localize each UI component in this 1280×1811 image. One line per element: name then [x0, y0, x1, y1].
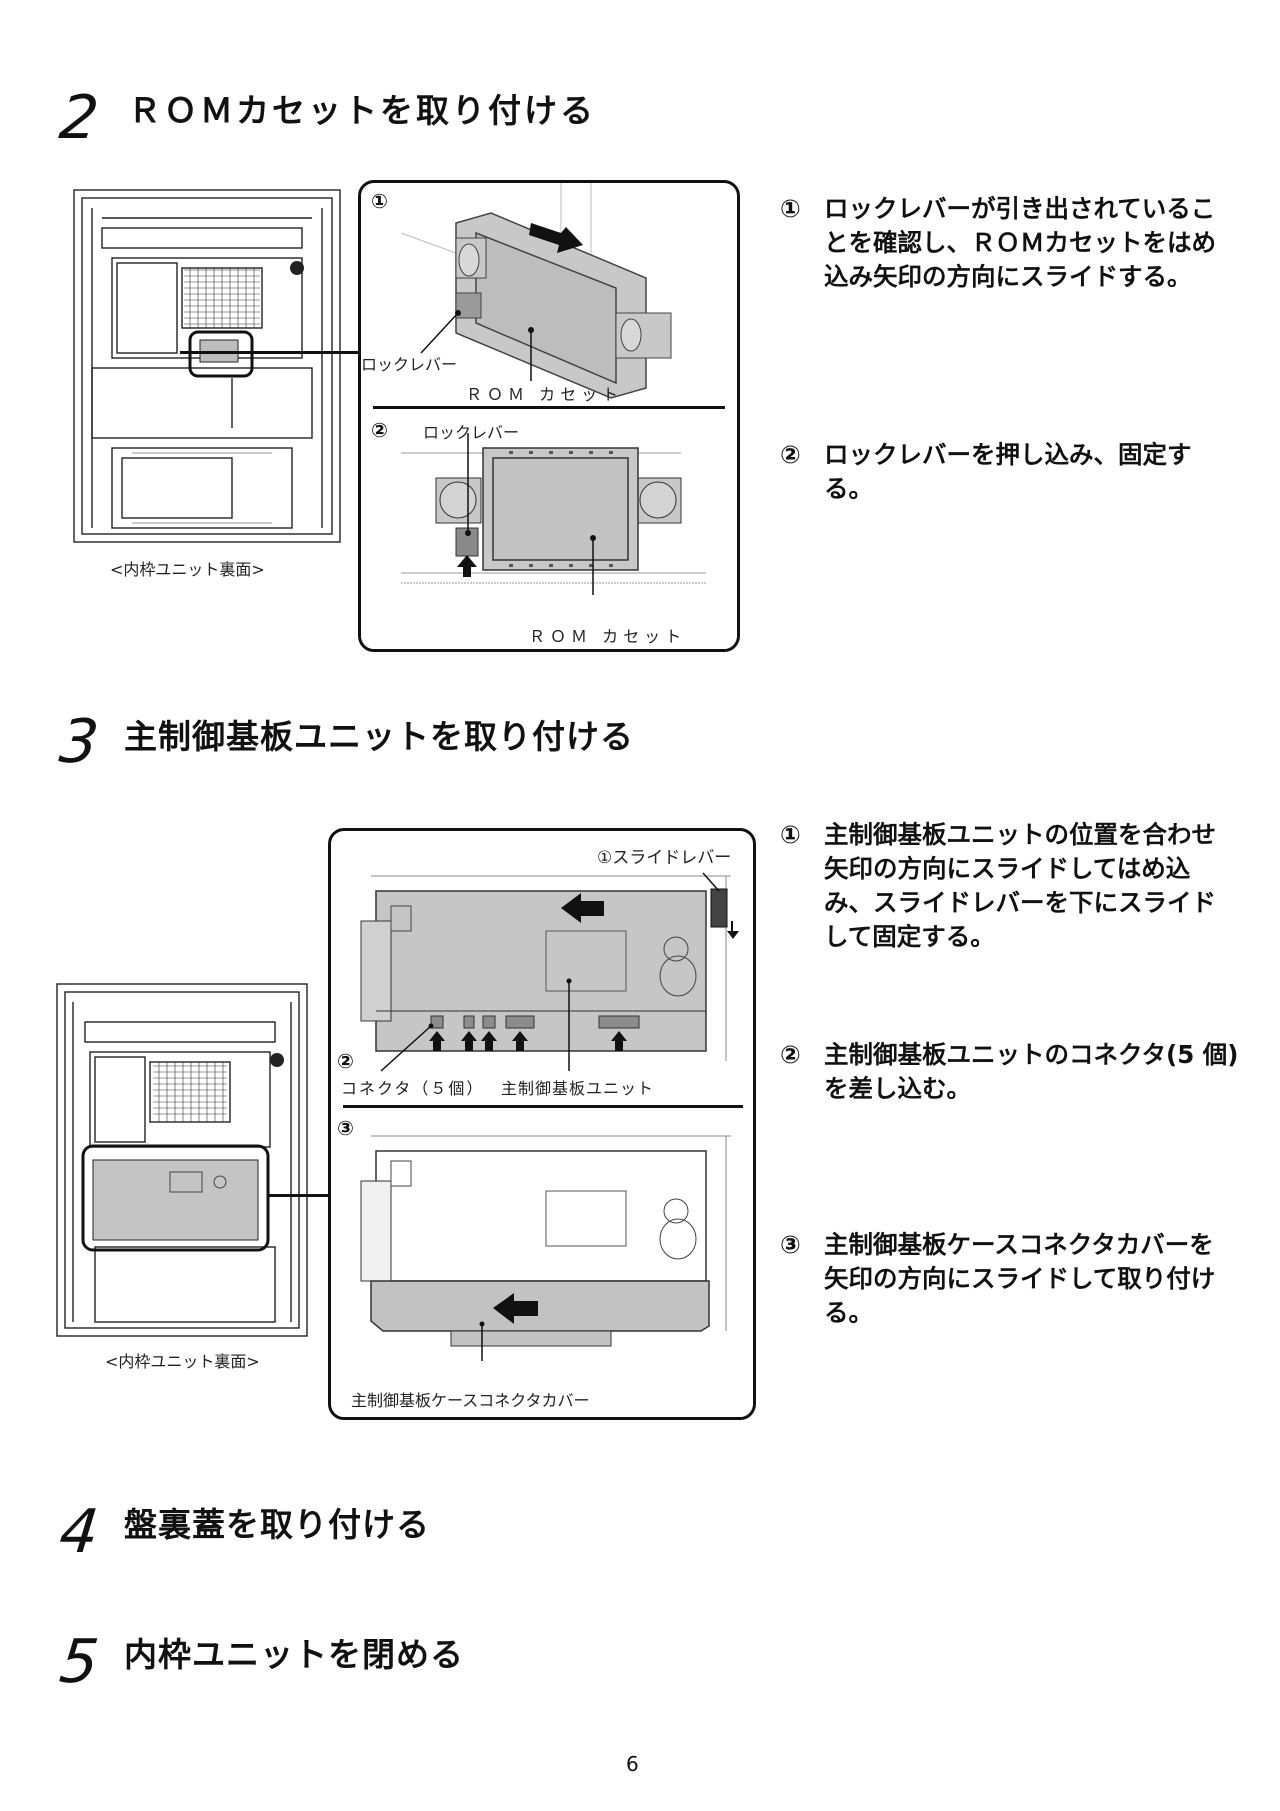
panel-marker-2: ②: [371, 418, 388, 442]
step-text-line: 主制御基板ケースコネクタカバーを: [824, 1230, 1214, 1259]
push-arrow-icon: [457, 555, 477, 577]
section-2-step-1: ① ロックレバーが引き出されていることを確認し、ＲＯＭカセットをはめ込み矢印の方…: [780, 192, 1250, 294]
section-5-number: 5: [56, 1627, 102, 1697]
section-3-step-3: ③ 主制御基板ケースコネクタカバーを矢印の方向にスライドして取り付ける。: [780, 1228, 1260, 1330]
section-2-step-2: ② ロックレバーを押し込み、固定する。: [780, 438, 1250, 506]
rom-cassette-label: ＲＯＭ カセット: [466, 385, 624, 404]
connector-cover-illustration: [360, 1135, 731, 1361]
panel-divider: [373, 406, 725, 409]
rom-cassette-detail-panel: ① ロックレバー ＲＯＭ カセット ② ロックレバー: [358, 180, 740, 652]
panel-divider-2: [343, 1105, 743, 1108]
section-2-number: 2: [56, 83, 102, 153]
panel-marker-1: ①: [371, 189, 388, 213]
step-text-line: とを確認し、ＲＯＭカセットをはめ: [824, 228, 1216, 257]
inner-frame-rear-diagram-2: [55, 982, 310, 1340]
slide-lever-label: ①スライドレバー: [597, 848, 732, 868]
section-2-title: ＲＯＭカセットを取り付ける: [128, 91, 596, 130]
step-marker: ①: [780, 820, 801, 849]
connector-label: コネクタ（５個）: [341, 1079, 485, 1098]
rom-cassette-insertion-illustration: [400, 183, 672, 399]
section-3-title: 主制御基板ユニットを取り付ける: [124, 717, 634, 756]
section-3-number: 3: [56, 707, 102, 777]
step-marker: ①: [780, 194, 801, 223]
slide-left-arrow-icon-2: [493, 1293, 538, 1324]
rom-cassette-label-2: ＲＯＭ カセット: [529, 627, 687, 646]
step-marker: ②: [780, 1040, 801, 1069]
section-3-step-2: ② 主制御基板ユニットのコネクタ(5 個) を差し込む。: [780, 1038, 1270, 1106]
step-text-line: ロックレバーを押し込み、固定す: [824, 440, 1192, 469]
panel-marker-3: ③: [337, 1116, 354, 1140]
section-4-title: 盤裏蓋を取り付ける: [124, 1505, 430, 1544]
rom-cassette-fixed-illustration: [401, 433, 706, 595]
step-marker: ②: [780, 440, 801, 469]
slide-arrow-icon: [529, 223, 583, 253]
lock-lever-label-2: ロックレバー: [423, 423, 520, 442]
connector-cover-label: 主制御基板ケースコネクタカバー: [351, 1391, 590, 1410]
slide-down-arrow-icon: [727, 921, 739, 939]
main-board-detail-panel: ①スライドレバー ② コネクタ（５個） 主制御基板ユニット ③: [328, 828, 756, 1420]
step-text-line: る。: [824, 474, 873, 503]
step-text-line: る。: [824, 1298, 873, 1327]
panel-marker-2: ②: [337, 1049, 354, 1073]
main-board-unit-label: 主制御基板ユニット: [501, 1079, 655, 1098]
step-text-line: 矢印の方向にスライドして取り付け: [824, 1264, 1216, 1293]
step-marker: ③: [780, 1230, 801, 1259]
step-text-line: を差し込む。: [824, 1074, 971, 1103]
step-text-line: して固定する。: [824, 922, 995, 951]
section-4-number: 4: [56, 1497, 102, 1567]
main-board-insertion-illustration: [360, 872, 739, 1072]
page-number: 6: [626, 1752, 639, 1776]
overview-caption: <内枠ユニット裏面>: [110, 560, 265, 579]
inner-frame-rear-diagram: [72, 188, 344, 546]
step-text-line: 込み矢印の方向にスライドする。: [824, 262, 1192, 291]
section-5-title: 内枠ユニットを閉める: [124, 1635, 464, 1674]
step-text-line: み、スライドレバーを下にスライド: [824, 888, 1216, 917]
step-text-line: ロックレバーが引き出されているこ: [824, 194, 1216, 223]
section-3-step-1: ① 主制御基板ユニットの位置を合わせ矢印の方向にスライドしてはめ込み、スライドレ…: [780, 818, 1260, 954]
lock-lever-label: ロックレバー: [361, 355, 458, 374]
connector-arrows-icon: [429, 1031, 627, 1051]
step-text-line: 主制御基板ユニットのコネクタ(5 個): [824, 1040, 1239, 1069]
callout-connector-line: [180, 351, 360, 354]
step-text-line: 主制御基板ユニットの位置を合わせ: [824, 820, 1216, 849]
overview-caption-2: <内枠ユニット裏面>: [105, 1352, 260, 1371]
step-text-line: 矢印の方向にスライドしてはめ込: [824, 854, 1191, 883]
slide-left-arrow-icon: [561, 893, 604, 923]
callout-connector-line-2: [268, 1194, 330, 1197]
